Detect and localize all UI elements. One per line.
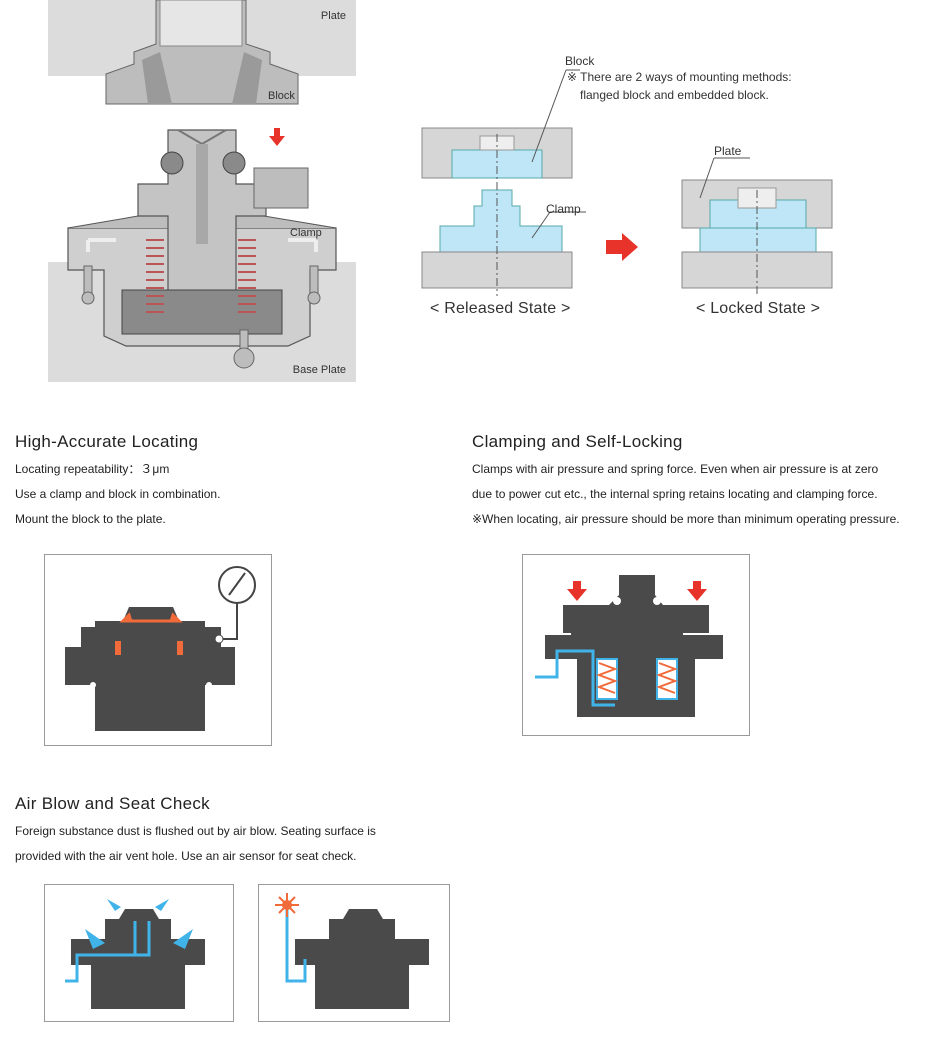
locked-caption: < Locked State > [696, 300, 821, 317]
cutaway-diagram: Plate Block Clamp Base Plate [48, 0, 356, 382]
clamp-arrow-left-icon [567, 581, 587, 601]
clamping-title: Clamping and Self-Locking [472, 432, 683, 451]
down-arrow-icon [269, 128, 285, 146]
locating-text: Locating repeatability：３μm Use a clamp a… [15, 457, 220, 532]
airblow-line: Foreign substance dust is flushed out by… [15, 824, 376, 838]
clamping-line: ※When locating, air pressure should be m… [472, 512, 900, 526]
states-drawing [421, 69, 833, 296]
block-bore [159, 0, 243, 47]
locating-line: Mount the block to the plate. [15, 512, 166, 526]
locating-drawing [65, 566, 256, 731]
label-base-plate: Base Plate [292, 364, 346, 376]
block-taper-left [142, 52, 172, 104]
clamping-drawing [535, 575, 723, 717]
right-arrow-icon [606, 233, 638, 261]
label-plate: Plate [320, 10, 346, 22]
airblow-figure [44, 884, 234, 1022]
airblow-drawing [65, 899, 205, 1009]
ball-left [160, 151, 184, 175]
center-rod [196, 144, 208, 244]
states-note-line1: ※ There are 2 ways of mounting methods: [567, 70, 792, 84]
locating-line: Use a clamp and block in combination. [15, 487, 221, 501]
label-block: Block [268, 90, 295, 102]
cutaway-drawing [48, 0, 356, 382]
released-caption: < Released State > [430, 300, 571, 317]
states-note-line2: flanged block and embedded block. [580, 88, 769, 102]
locating-line: Locating repeatability：３μm [15, 462, 170, 476]
clamping-text: Clamps with air pressure and spring forc… [472, 457, 900, 532]
block-taper-right [232, 52, 262, 104]
label-clamp: Clamp [290, 227, 322, 239]
states-block-label: Block [565, 54, 595, 68]
clamping-line: due to power cut etc., the internal spri… [472, 487, 878, 501]
locked-clamp [699, 227, 817, 253]
clamp-arrow-right-icon [687, 581, 707, 601]
locating-body [65, 607, 235, 731]
seatcheck-figure [258, 884, 450, 1022]
states-clamp-label: Clamp [546, 202, 581, 216]
locating-title: High-Accurate Locating [15, 432, 199, 451]
states-plate-label: Plate [714, 144, 742, 158]
locating-figure [44, 554, 272, 746]
springs [146, 239, 256, 313]
airblow-text: Foreign substance dust is flushed out by… [15, 819, 376, 869]
ball-right [222, 151, 246, 175]
seatcheck-drawing [275, 893, 429, 1009]
bottom-ball [233, 347, 255, 369]
airblow-line: provided with the air vent hole. Use an … [15, 849, 357, 863]
airblow-title: Air Blow and Seat Check [15, 794, 210, 813]
clamping-line: Clamps with air pressure and spring forc… [472, 462, 879, 476]
states-diagram: Block ※ There are 2 ways of mounting met… [420, 50, 900, 340]
clamping-figure [522, 554, 750, 736]
